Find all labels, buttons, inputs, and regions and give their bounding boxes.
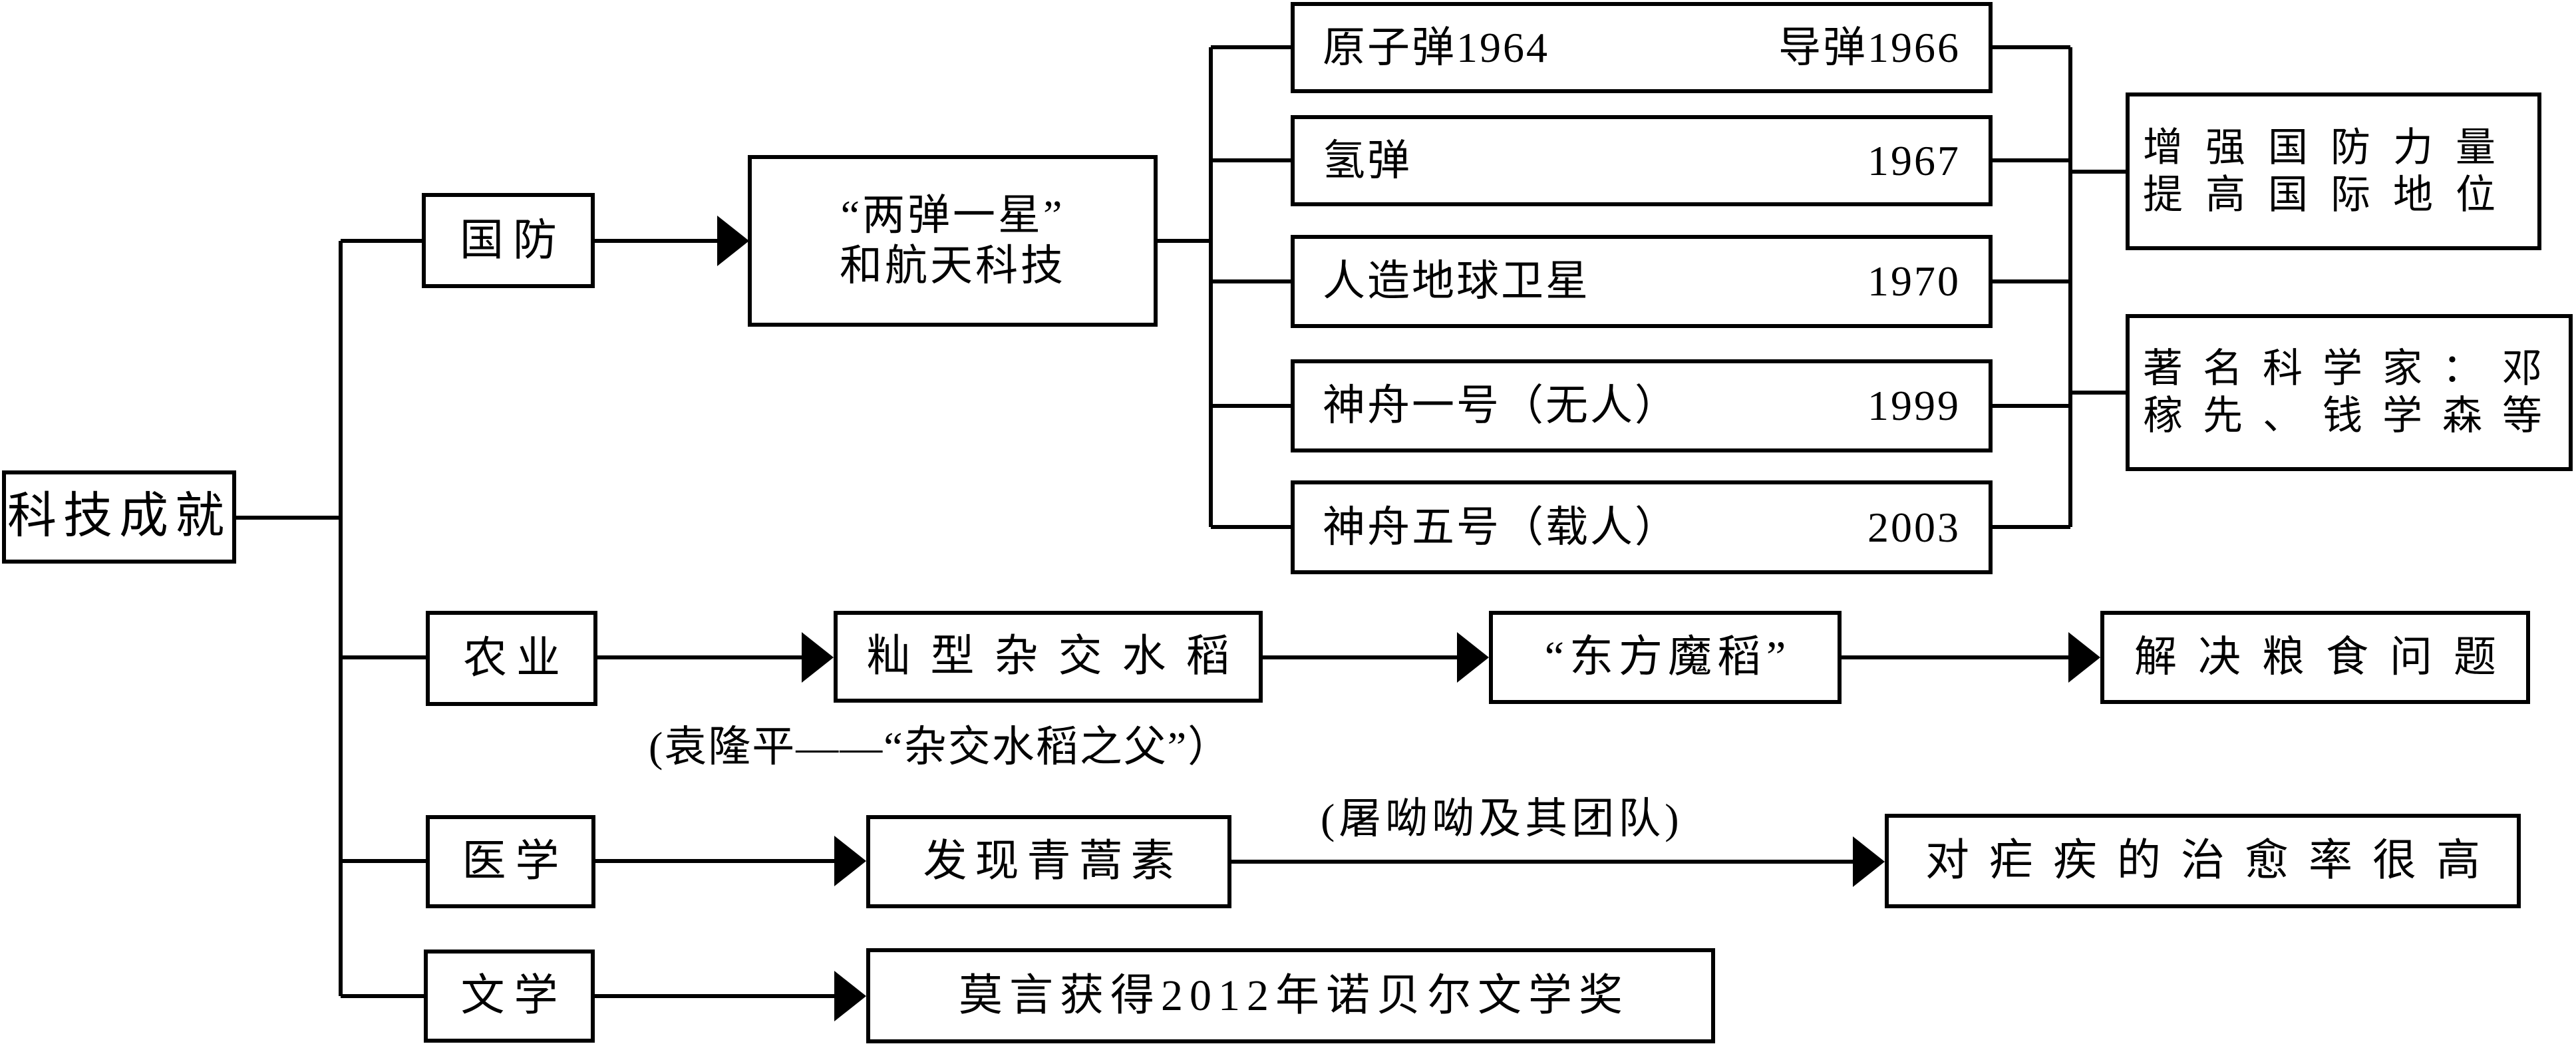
- node-artemisinin: 发现青蒿素: [866, 815, 1231, 908]
- node-outcome-national-defense: 增强国防力量 提高国际地位: [2126, 92, 2541, 250]
- node-defense: 国防: [422, 193, 595, 288]
- outcome2-line2: 稼先、钱学森等: [2143, 394, 2562, 438]
- achievement-right: 1999: [1867, 382, 1961, 430]
- achievement-right: 1970: [1867, 258, 1961, 305]
- two-bombs-line1: “两弹一星”: [840, 192, 1065, 240]
- arrowhead-artemisinin-to-cure: [1853, 836, 1885, 887]
- node-outcome-scientists: 著名科学家：邓 稼先、钱学森等: [2126, 314, 2573, 471]
- arrowhead-defense-to-program: [717, 216, 749, 266]
- two-bombs-line2: 和航天科技: [840, 242, 1066, 289]
- achievement-right: 2003: [1867, 503, 1961, 551]
- node-achievement-atomic-missile: 原子弹1964 导弹1966: [1291, 2, 1993, 93]
- node-achievement-hbomb: 氢弹 1967: [1291, 115, 1993, 206]
- note-tu-youyou: (屠呦呦及其团队): [1321, 795, 1683, 842]
- node-malaria-cure: 对疟疾的治愈率很高: [1885, 814, 2521, 908]
- achievement-left: 原子弹1964: [1323, 23, 1549, 71]
- outcome1-line2: 提高国际地位: [2143, 172, 2518, 217]
- note-yuan-longping: (袁隆平——“杂交水稻之父”）: [649, 723, 1232, 771]
- arrowhead-rice-to-magic: [1457, 632, 1489, 683]
- node-achievement-shenzhou5: 神舟五号（载人） 2003: [1291, 480, 1993, 574]
- node-hybrid-rice: 籼型杂交水稻: [834, 611, 1263, 703]
- node-oriental-magic-rice: “东方魔稻”: [1489, 611, 1842, 704]
- node-root: 科技成就: [2, 470, 236, 564]
- outcome1-line1: 增强国防力量: [2143, 125, 2518, 170]
- node-agriculture: 农业: [426, 611, 597, 706]
- achievement-right: 导弹1966: [1778, 23, 1961, 71]
- node-achievement-shenzhou1: 神舟一号（无人） 1999: [1291, 359, 1993, 452]
- achievement-left: 神舟五号（载人）: [1323, 503, 1679, 551]
- arrowhead-medicine-to-artemisinin: [834, 836, 866, 886]
- achievement-left: 神舟一号（无人）: [1323, 382, 1679, 430]
- outcome2-line1: 著名科学家：邓: [2143, 347, 2562, 391]
- arrowhead-magic-to-food: [2068, 632, 2100, 683]
- achievement-left: 人造地球卫星: [1323, 258, 1590, 305]
- node-achievement-satellite: 人造地球卫星 1970: [1291, 235, 1993, 328]
- arrowhead-literature-to-moyan: [834, 971, 866, 1021]
- node-literature: 文学: [424, 950, 595, 1043]
- node-medicine: 医学: [426, 815, 595, 908]
- achievement-right: 1967: [1867, 136, 1961, 184]
- node-solve-food-problem: 解决粮食问题: [2100, 611, 2530, 704]
- arrowhead-agriculture-to-rice: [802, 632, 834, 683]
- node-moyan-nobel: 莫言获得2012年诺贝尔文学奖: [866, 948, 1715, 1043]
- achievement-left: 氢弹: [1323, 136, 1412, 184]
- node-two-bombs-one-satellite: “两弹一星” 和航天科技: [748, 155, 1158, 327]
